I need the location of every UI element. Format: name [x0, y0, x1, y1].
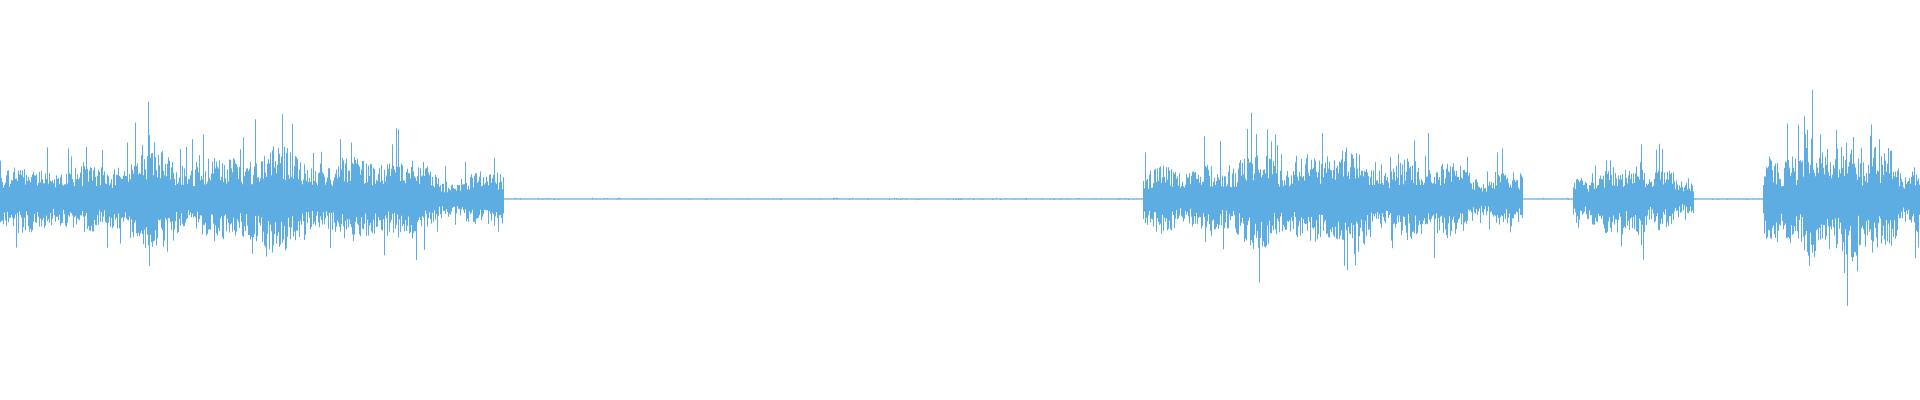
waveform-samples	[0, 89, 1920, 306]
